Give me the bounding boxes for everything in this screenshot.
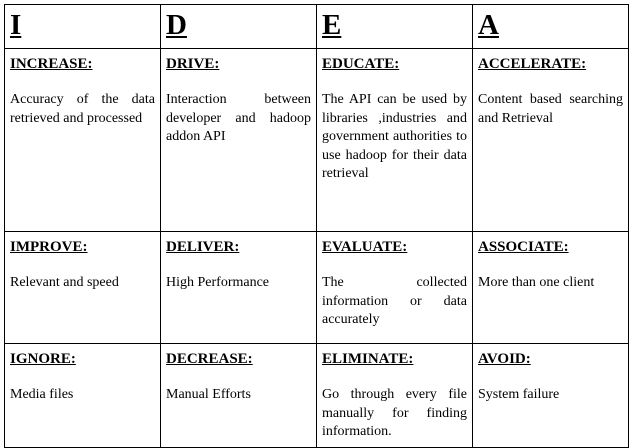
cell-heading: EVALUATE: <box>322 239 408 255</box>
table-cell-evaluate: EVALUATE: The collected information or d… <box>316 231 473 344</box>
cell-text: High Performance <box>166 275 270 290</box>
letter-cell: E <box>316 4 473 49</box>
cell-heading: DRIVE: <box>166 56 220 72</box>
idea-table: I D E A INCREASE: Accuracy of the data r… <box>4 4 629 448</box>
table-cell-deliver: DELIVER: High Performance <box>160 231 317 344</box>
cell-text: The collected information or data accura… <box>322 275 467 327</box>
letter-cell: D <box>160 4 317 49</box>
cell-text: The API can be used by libraries ,indust… <box>322 92 467 181</box>
letter-a: A <box>478 9 499 41</box>
table-cell-eliminate: ELIMINATE: Go through every file manuall… <box>316 343 473 448</box>
table-cell-accelerate: ACCELERATE: Content based searching and … <box>472 48 629 232</box>
cell-heading: EDUCATE: <box>322 56 400 72</box>
cell-heading: AVOID: <box>478 351 531 367</box>
cell-heading: ASSOCIATE: <box>478 239 569 255</box>
letter-d: D <box>166 9 187 41</box>
cell-text: Interaction between developer and hadoop… <box>166 92 311 144</box>
table-cell-ignore: IGNORE: Media files <box>4 343 161 448</box>
cell-heading: DECREASE: <box>166 351 253 367</box>
table-row: IMPROVE: Relevant and speed DELIVER: Hig… <box>4 231 629 344</box>
cell-text: System failure <box>478 387 560 402</box>
table-cell-decrease: DECREASE: Manual Efforts <box>160 343 317 448</box>
cell-heading: INCREASE: <box>10 56 93 72</box>
letter-e: E <box>322 9 342 41</box>
cell-text: Relevant and speed <box>10 275 119 290</box>
letter-i: I <box>10 9 22 41</box>
table-cell-educate: EDUCATE: The API can be used by librarie… <box>316 48 473 232</box>
table-cell-increase: INCREASE: Accuracy of the data retrieved… <box>4 48 161 232</box>
table-cell-associate: ASSOCIATE: More than one client <box>472 231 629 344</box>
cell-heading: ACCELERATE: <box>478 56 587 72</box>
table-cell-improve: IMPROVE: Relevant and speed <box>4 231 161 344</box>
cell-text: Content based searching and Retrieval <box>478 92 623 126</box>
letter-cell: I <box>4 4 161 49</box>
letter-row: I D E A <box>4 4 629 49</box>
cell-text: Accuracy of the data retrieved and proce… <box>10 92 155 126</box>
cell-text: Manual Efforts <box>166 387 251 402</box>
cell-heading: IMPROVE: <box>10 239 88 255</box>
cell-text: Media files <box>10 387 74 402</box>
table-cell-drive: DRIVE: Interaction between developer and… <box>160 48 317 232</box>
cell-heading: ELIMINATE: <box>322 351 414 367</box>
cell-heading: DELIVER: <box>166 239 240 255</box>
letter-cell: A <box>472 4 629 49</box>
cell-text: More than one client <box>478 275 595 290</box>
cell-text: Go through every file manually for findi… <box>322 387 467 439</box>
table-row: INCREASE: Accuracy of the data retrieved… <box>4 48 629 232</box>
cell-heading: IGNORE: <box>10 351 76 367</box>
table-cell-avoid: AVOID: System failure <box>472 343 629 448</box>
table-row: IGNORE: Media files DECREASE: Manual Eff… <box>4 343 629 448</box>
